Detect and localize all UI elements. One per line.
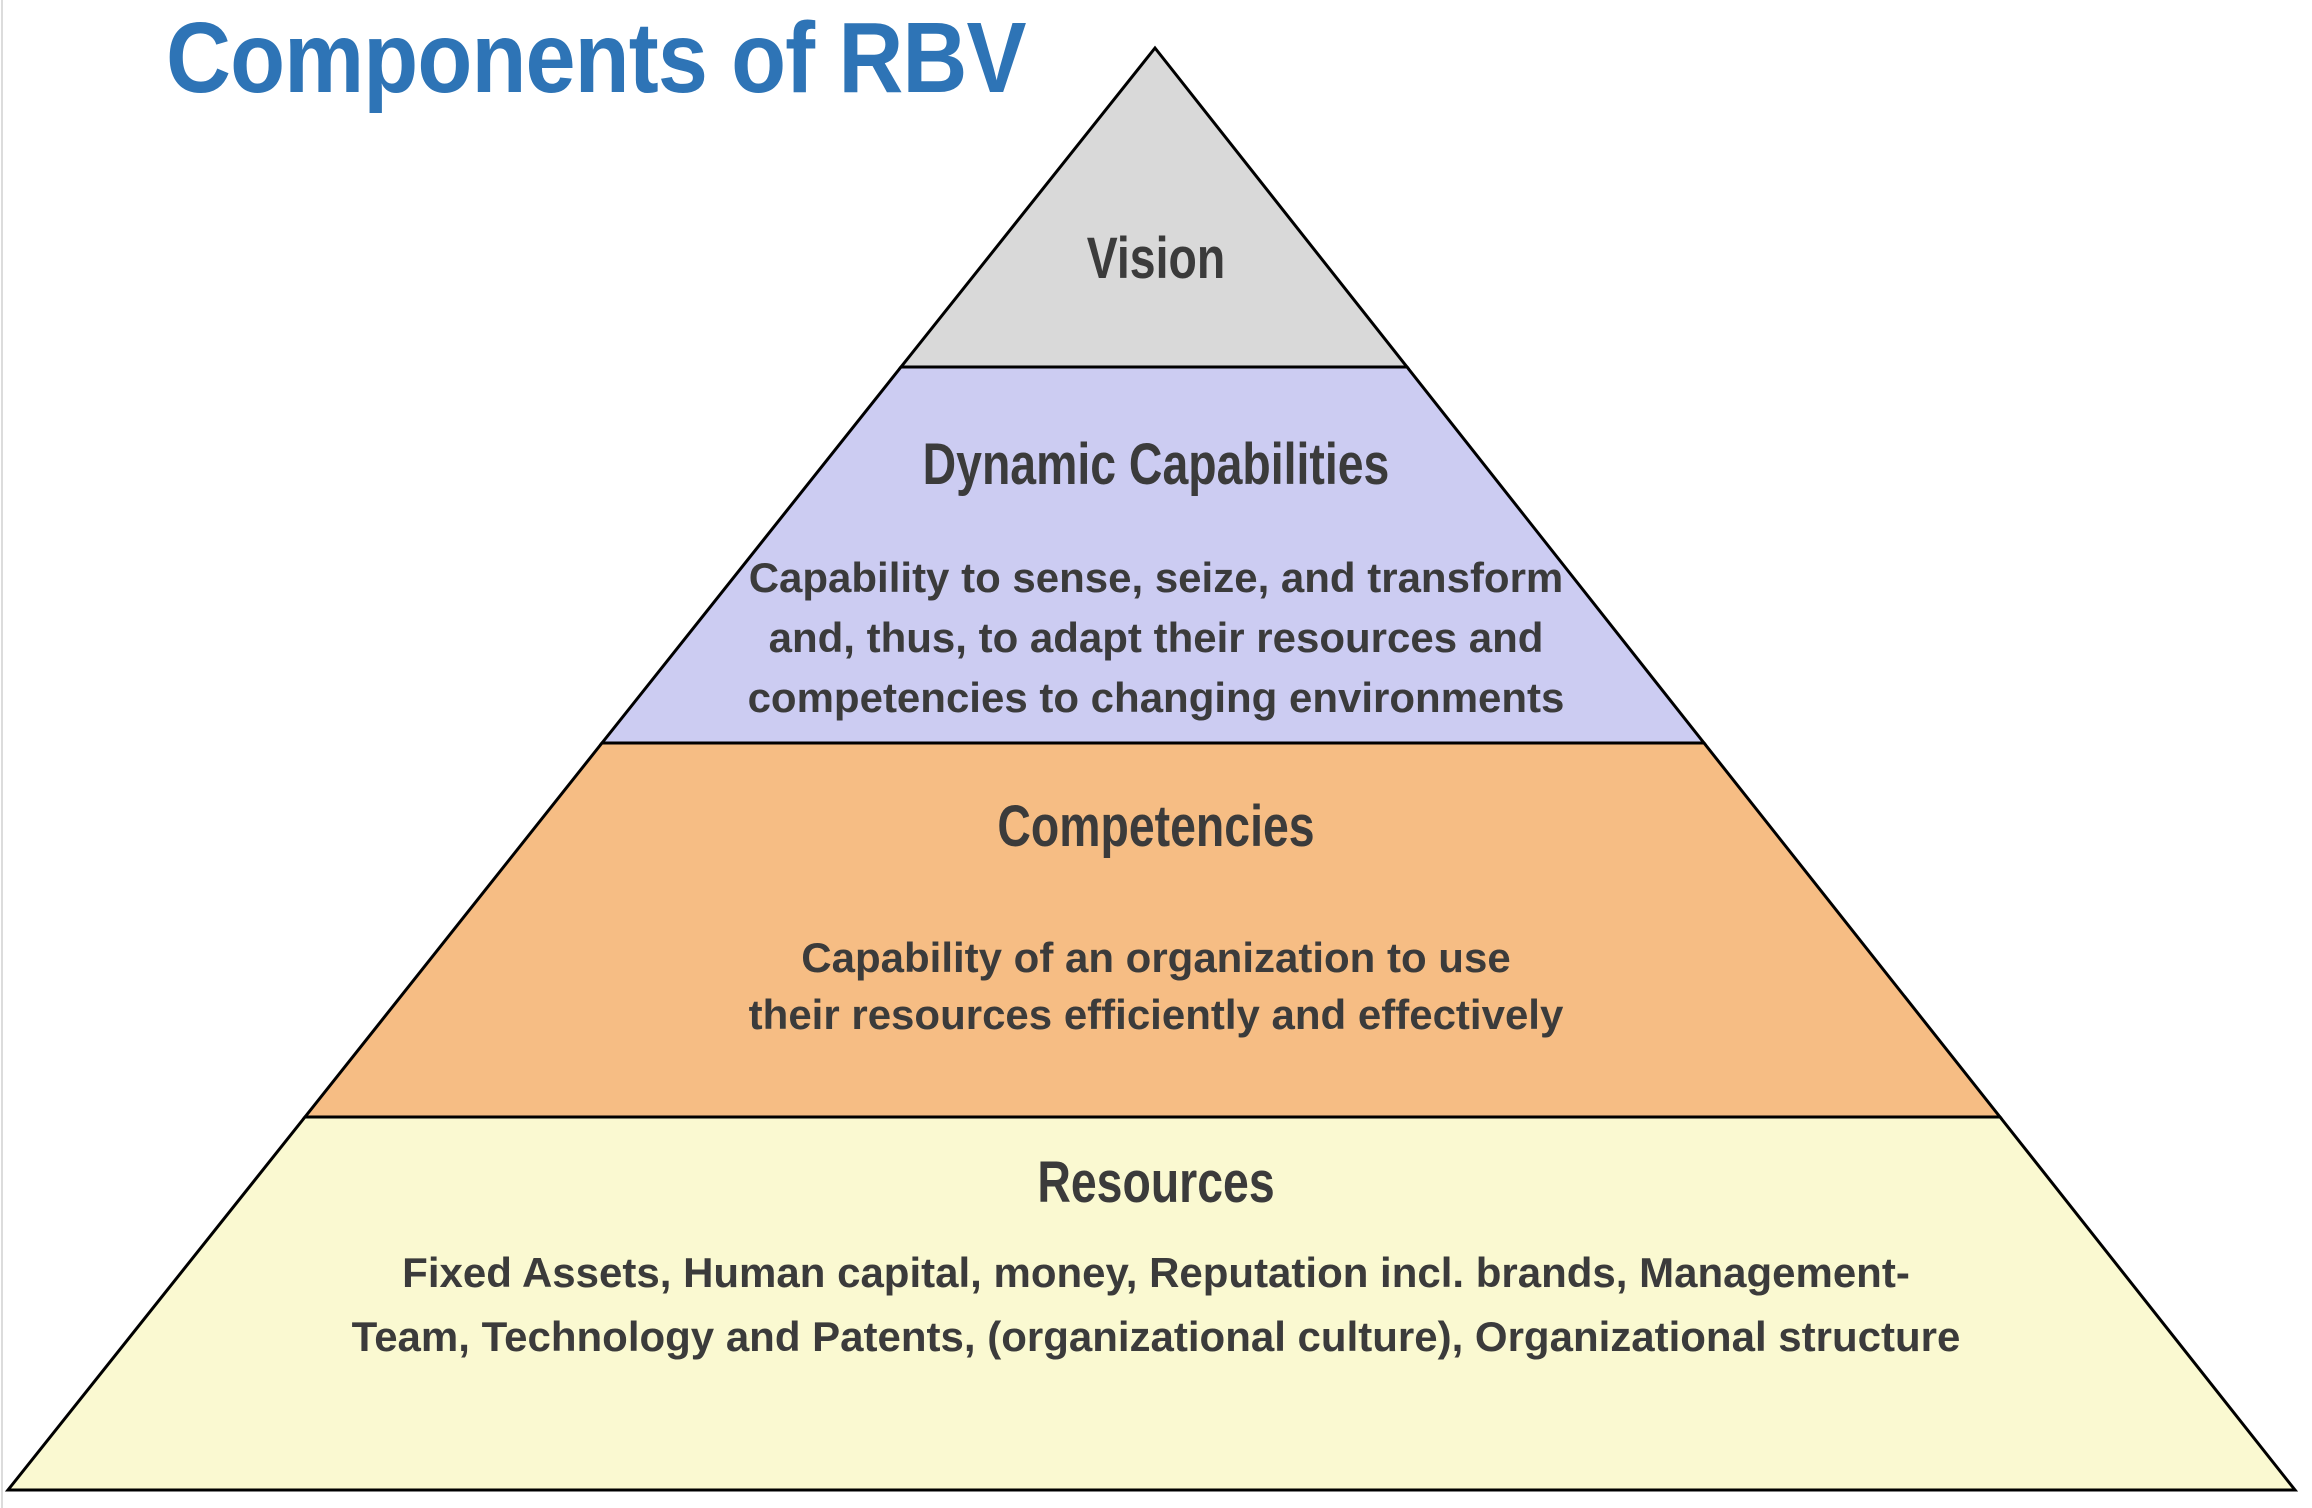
dynamic-capabilities-description-line: Capability to sense, seize, and transfor… bbox=[748, 554, 1564, 601]
resources-label: Resources bbox=[1037, 1150, 1275, 1215]
pyramid-layer-resources bbox=[4, 1115, 2299, 1492]
competencies-description-line: Capability of an organization to use bbox=[801, 934, 1511, 981]
slide-left-edge bbox=[1, 0, 3, 1508]
vision-label: Vision bbox=[1086, 226, 1226, 291]
page-title: Components of RBV bbox=[166, 2, 1027, 114]
dynamic-capabilities-description-line: and, thus, to adapt their resources and bbox=[768, 614, 1544, 661]
competencies-description-line: their resources efficiently and effectiv… bbox=[748, 991, 1564, 1038]
pyramid-layer-vision bbox=[897, 45, 1411, 369]
dynamic-capabilities-label: Dynamic Capabilities bbox=[922, 432, 1390, 497]
resources-description-line: Fixed Assets, Human capital, money, Repu… bbox=[402, 1249, 1910, 1296]
competencies-description: Capability of an organization to use the… bbox=[0, 929, 2312, 1043]
resources-description-line: Team, Technology and Patents, (organizat… bbox=[351, 1313, 1961, 1360]
resources-description: Fixed Assets, Human capital, money, Repu… bbox=[0, 1241, 2312, 1369]
dynamic-capabilities-description: Capability to sense, seize, and transfor… bbox=[0, 548, 2312, 728]
dynamic-capabilities-description-line: competencies to changing environments bbox=[747, 674, 1565, 721]
competencies-label: Competencies bbox=[997, 794, 1315, 859]
